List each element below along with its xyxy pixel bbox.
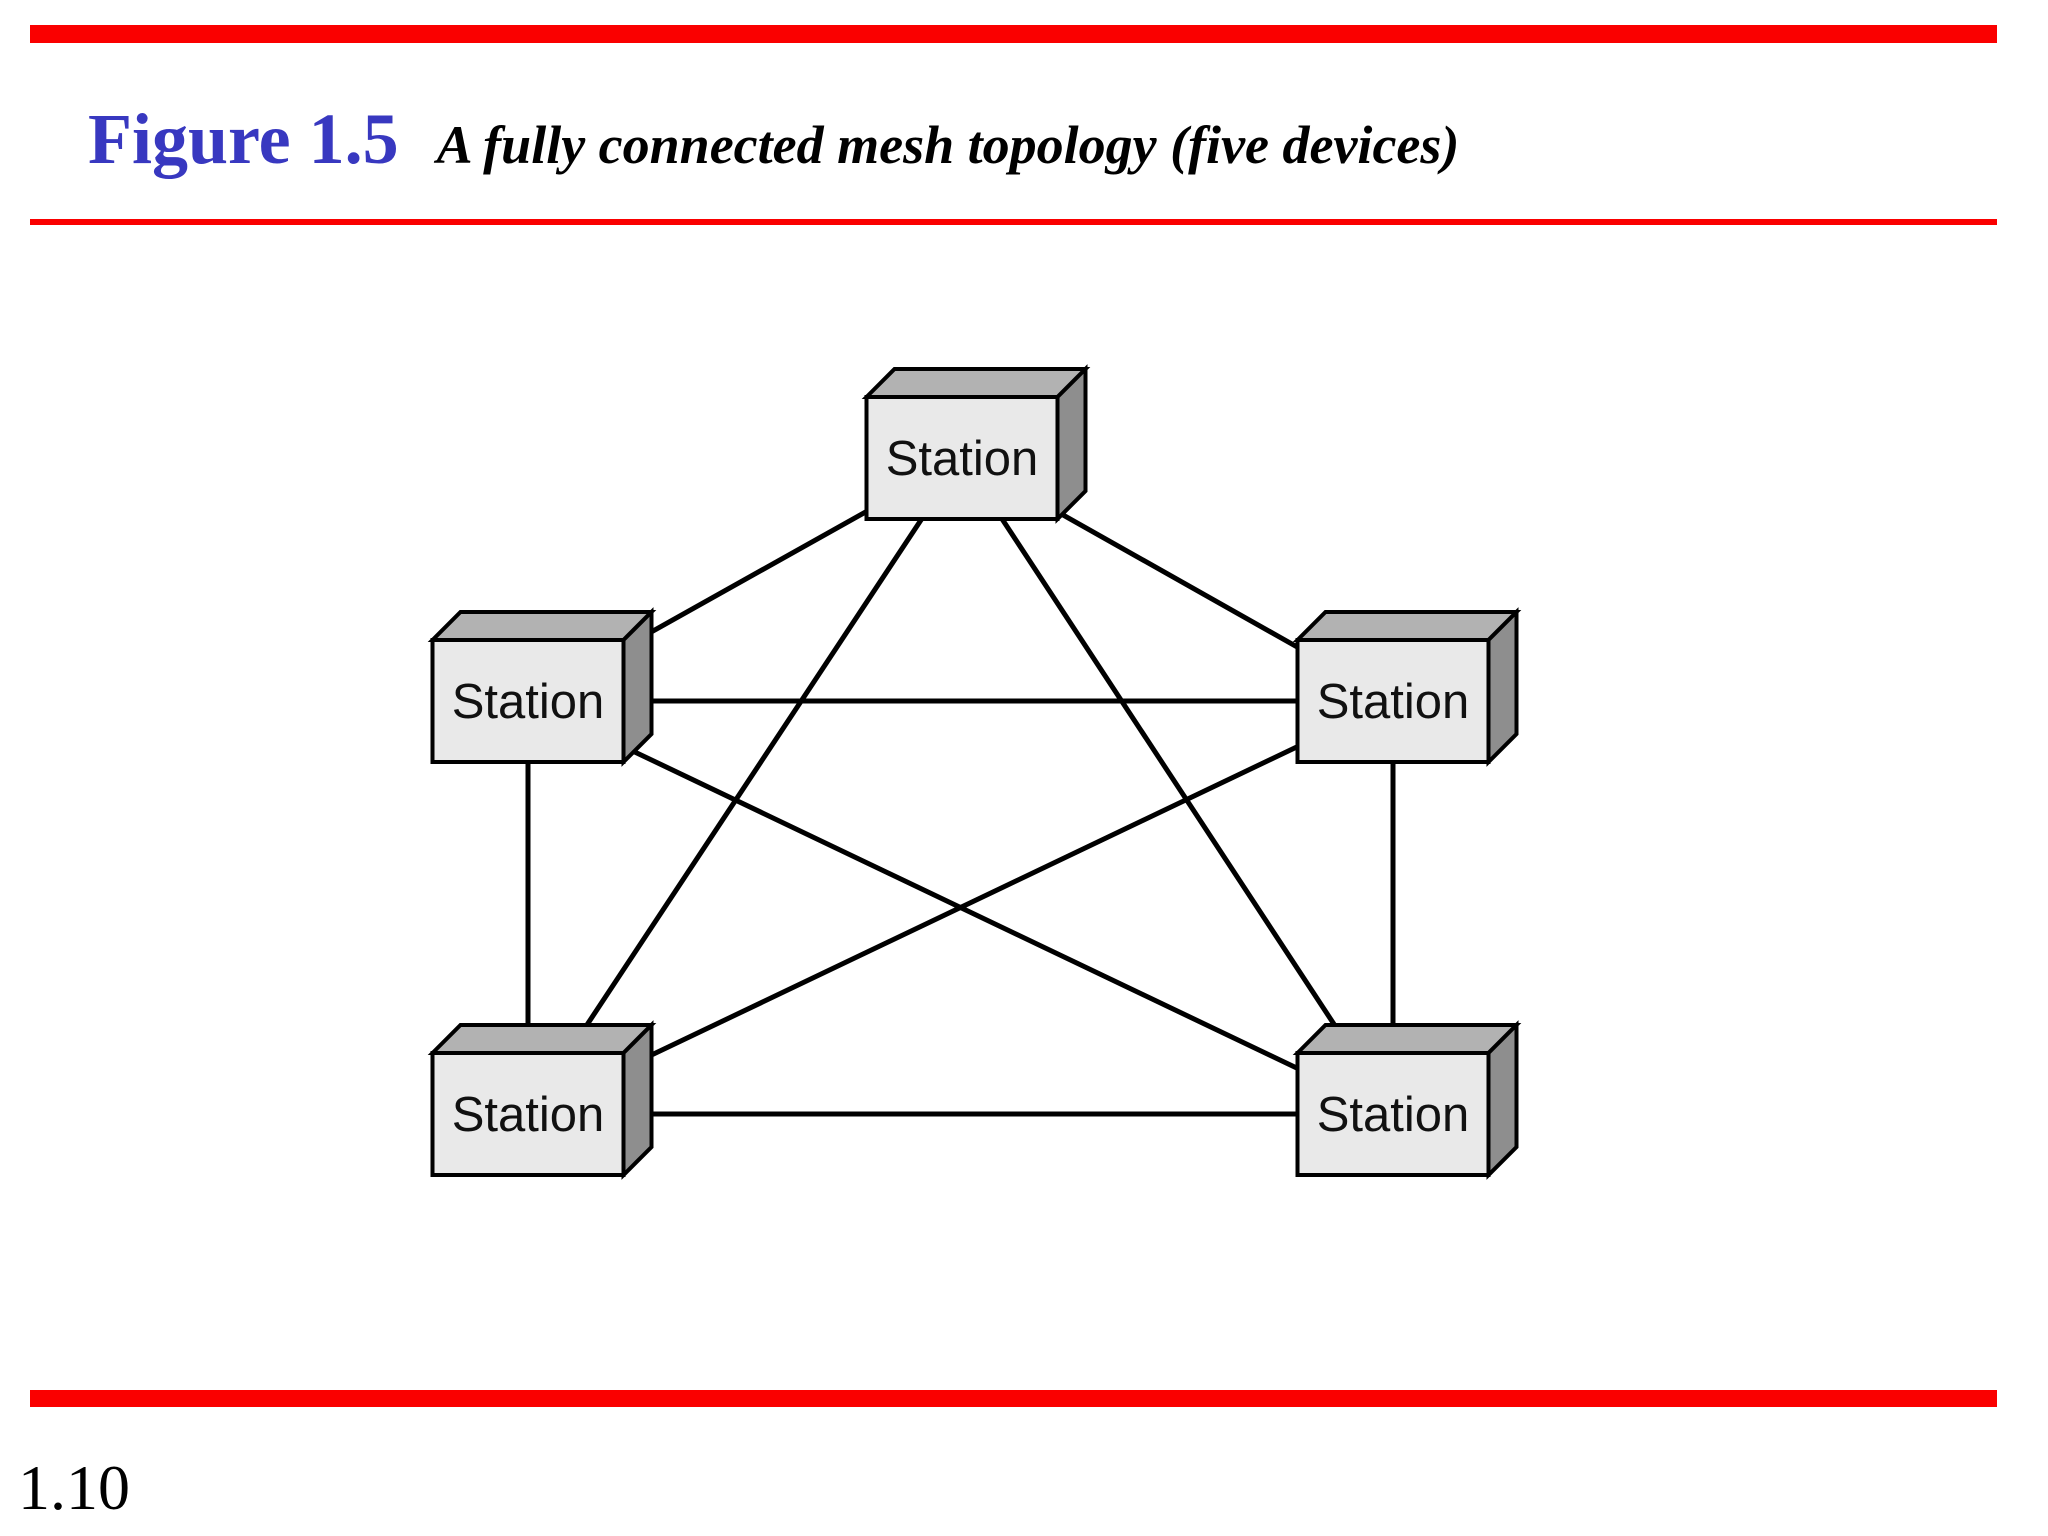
station-box-front-face: [430, 638, 626, 764]
station-label: Station: [1317, 675, 1470, 729]
station-box-front-face: [864, 395, 1060, 521]
station-box-top-face: [427, 610, 657, 642]
figure-caption: A fully connected mesh topology (five de…: [436, 115, 1460, 175]
station-box-front-face: [1295, 1051, 1491, 1177]
station-box-top-face: [861, 367, 1091, 399]
figure-label: Figure 1.5: [88, 99, 399, 179]
station-node-middle-right: Station: [1292, 607, 1522, 767]
station-label: Station: [452, 1088, 605, 1142]
station-box-side-face: [1055, 364, 1088, 524]
slide-title: Figure 1.5 A fully connected mesh topolo…: [88, 103, 1459, 175]
station-box-top-face: [1292, 1023, 1522, 1055]
station-node-middle-left: Station: [427, 607, 657, 767]
station-box-front-face: [430, 1051, 626, 1177]
station-box-top-face: [427, 1023, 657, 1055]
station-node-bottom-left: Station: [427, 1020, 657, 1180]
title-underline-rule: [30, 219, 1997, 225]
station-box-side-face: [621, 1020, 654, 1180]
page-number: 1.10: [18, 1452, 130, 1523]
station-label: Station: [1317, 1088, 1470, 1142]
station-label: Station: [452, 675, 605, 729]
station-box-side-face: [1486, 607, 1519, 767]
station-box-top-face: [1292, 610, 1522, 642]
top-red-bar: [30, 25, 1997, 43]
link-middle-right-bottom-left: [526, 698, 1395, 1117]
mesh-links: [525, 455, 1396, 1117]
station-node-top: Station: [861, 364, 1091, 524]
link-top-bottom-right: [959, 456, 1396, 1116]
link-top-bottom-left: [525, 456, 965, 1116]
station-box-side-face: [1486, 1020, 1519, 1180]
station-label: Station: [886, 432, 1039, 486]
bottom-red-bar: [30, 1390, 1997, 1407]
station-box-side-face: [621, 607, 654, 767]
station-box-front-face: [1295, 638, 1491, 764]
station-node-bottom-right: Station: [1292, 1020, 1522, 1180]
